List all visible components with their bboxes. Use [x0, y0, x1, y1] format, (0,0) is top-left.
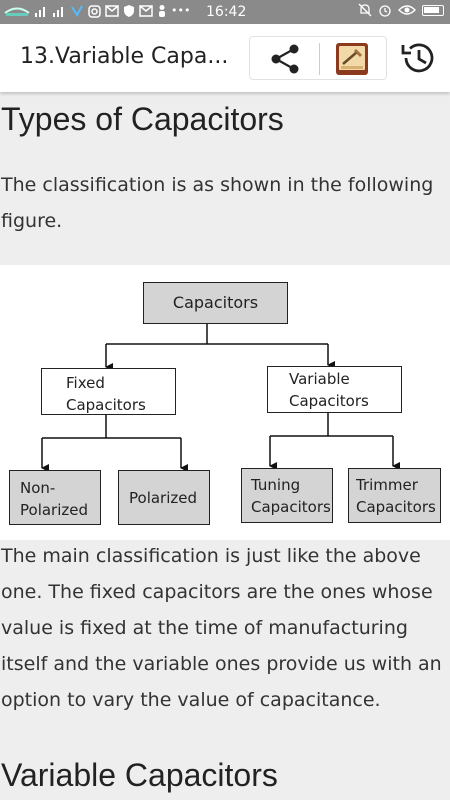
instagram-icon	[88, 4, 101, 18]
page-title: 13.Variable Capa...	[20, 44, 229, 69]
status-bar: ••• 16:42	[0, 0, 450, 24]
node-tuning-label-line2: Capacitors	[251, 498, 331, 516]
node-trimmer-label-line1: Trimmer	[356, 476, 418, 494]
mail-icon	[105, 5, 119, 17]
alarm-icon	[379, 5, 391, 17]
diagram-connectors	[41, 324, 400, 472]
battery-icon	[422, 4, 444, 16]
paragraph-intro-line1: The classification is as shown in the fo…	[1, 174, 434, 196]
shield-icon	[124, 5, 134, 17]
node-polarized-label: Polarized	[129, 489, 198, 507]
share-icon	[271, 44, 299, 74]
mail-icon	[139, 5, 153, 17]
node-non-polarized: Non- Polarized	[9, 470, 101, 525]
status-left-icons: •••	[4, 3, 190, 19]
status-time: 16:42	[206, 4, 247, 20]
node-fixed-label-line2: Capacitors	[66, 396, 146, 414]
paragraph-main-line5: option to vary the value of capacitance.	[1, 689, 381, 711]
eye-icon	[398, 5, 416, 15]
node-variable-capacitors: Variable Capacitors	[267, 366, 402, 413]
node-trimmer-capacitors: Trimmer Capacitors	[348, 468, 441, 523]
history-icon	[401, 43, 434, 73]
paragraph-main-line4: itself and the variable ones provide us …	[1, 653, 442, 675]
capacitor-classification-diagram: Capacitors Fixed Capacitors Variable Cap…	[0, 265, 450, 540]
node-variable-label-line2: Capacitors	[289, 392, 369, 410]
action-group	[249, 36, 387, 80]
network-icon	[4, 7, 30, 16]
paragraph-main-line1: The main classification is just like the…	[1, 545, 421, 567]
twitter-icon	[71, 5, 83, 17]
signal-icon	[53, 7, 63, 17]
person-icon	[159, 5, 165, 17]
node-nonpolarized-label-line2: Polarized	[20, 501, 89, 519]
node-nonpolarized-label-line1: Non-	[20, 479, 56, 497]
book-icon	[336, 43, 368, 75]
node-tuning-capacitors: Tuning Capacitors	[241, 468, 333, 523]
node-capacitors-label: Capacitors	[172, 293, 259, 312]
silent-icon	[358, 3, 372, 17]
section-heading-types: Types of Capacitors	[1, 101, 284, 137]
status-right-icons	[358, 3, 444, 17]
share-button[interactable]	[268, 43, 302, 75]
node-capacitors: Capacitors	[143, 282, 288, 324]
paragraph-intro-line2: figure.	[1, 210, 63, 232]
node-fixed-label-line1: Fixed	[66, 374, 105, 392]
node-tuning-label-line1: Tuning	[251, 476, 301, 494]
node-trimmer-label-line2: Capacitors	[356, 498, 436, 516]
paragraph-main-line2: one. The fixed capacitors are the ones w…	[1, 581, 433, 603]
node-variable-label-line1: Variable	[289, 370, 350, 388]
more-icon: •••	[171, 4, 191, 17]
history-button[interactable]	[398, 37, 440, 79]
notes-button[interactable]	[335, 42, 369, 76]
action-divider	[319, 43, 320, 75]
section-heading-variable: Variable Capacitors	[1, 757, 278, 793]
node-polarized: Polarized	[118, 470, 210, 525]
paragraph-main-line3: value is fixed at the time of manufactur…	[1, 617, 408, 639]
node-fixed-capacitors: Fixed Capacitors	[41, 368, 176, 415]
signal-icon	[35, 7, 45, 17]
app-bar: 13.Variable Capa...	[0, 24, 450, 92]
